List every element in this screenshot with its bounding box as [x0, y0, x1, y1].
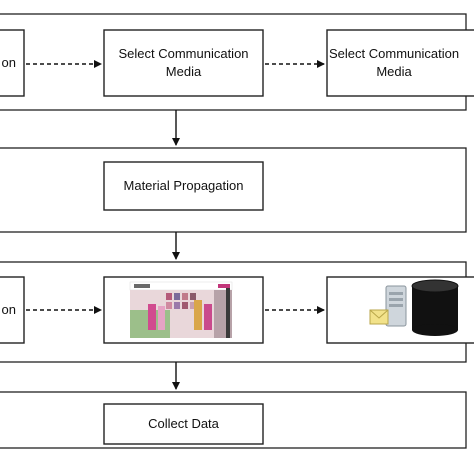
select-media-label-2: Select Communication Media — [329, 46, 460, 79]
website-screenshot-image — [129, 281, 233, 338]
material-propagation-label: Material Propagation — [123, 178, 244, 193]
file-server-icon — [369, 285, 407, 327]
node-left-row1 — [0, 29, 25, 97]
node-left-row3 — [0, 276, 25, 344]
left-node-row3-label: on — [1, 302, 16, 317]
node-select-media-2 — [326, 29, 474, 97]
collect-data-label: Collect Data — [148, 416, 219, 431]
database-cylinder-icon — [411, 279, 459, 336]
band-4 — [0, 391, 467, 449]
select-media-label-1: Select Communication Media — [118, 46, 249, 79]
node-select-media-1 — [103, 29, 264, 97]
left-node-row1-label: on — [1, 55, 16, 70]
node-collect-data — [103, 403, 264, 445]
band-2 — [0, 147, 467, 233]
node-material-propagation — [103, 161, 264, 211]
dashed-arrows — [26, 60, 325, 314]
